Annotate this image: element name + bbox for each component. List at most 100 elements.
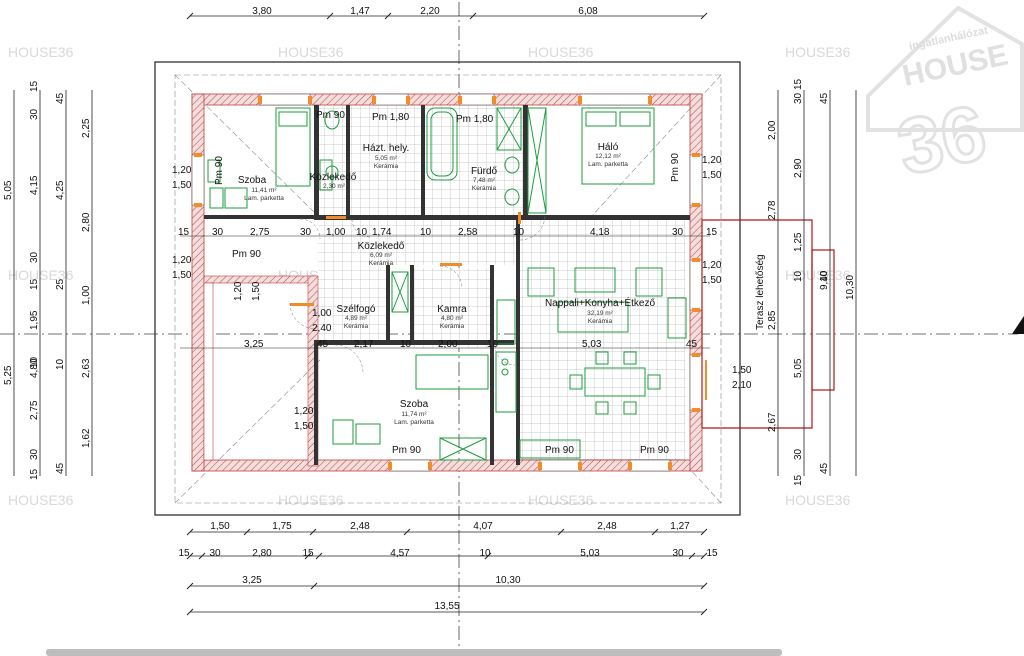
watermark: HOUSE36 (8, 492, 74, 508)
svg-text:6,08: 6,08 (578, 6, 598, 17)
svg-text:Pm 1,80: Pm 1,80 (372, 112, 410, 123)
svg-text:1,95: 1,95 (29, 310, 40, 330)
roof-outline (154, 61, 741, 516)
svg-text:30: 30 (212, 227, 224, 238)
svg-text:5,03: 5,03 (580, 548, 600, 559)
svg-text:15: 15 (178, 548, 190, 559)
svg-text:Pm 90: Pm 90 (640, 445, 669, 456)
svg-text:2,75: 2,75 (29, 400, 40, 420)
svg-text:1,00: 1,00 (326, 227, 346, 238)
eave-line (174, 74, 722, 504)
svg-text:Szoba: Szoba (238, 175, 267, 186)
svg-text:3,25: 3,25 (242, 575, 262, 586)
dimension-top: 3,80 1,47 2,20 6,08 (186, 6, 708, 20)
svg-text:Kerámia: Kerámia (588, 318, 613, 325)
svg-text:Szélfogó: Szélfogó (337, 304, 376, 315)
svg-text:15: 15 (706, 227, 718, 238)
watermark: HOUSE36 (528, 492, 594, 508)
interior-dimensions: 15 30 2,75 30 1,00 10 1,74 10 2,58 10 4,… (178, 227, 718, 350)
svg-text:5,05: 5,05 (793, 358, 804, 378)
svg-text:3,25: 3,25 (244, 339, 264, 350)
svg-text:1,50: 1,50 (251, 281, 262, 301)
svg-text:Kamra: Kamra (437, 304, 467, 315)
watermark: HOUSE36 (8, 44, 74, 60)
svg-text:1,50: 1,50 (702, 170, 722, 181)
svg-text:15: 15 (29, 468, 40, 480)
svg-text:Lam. parketta: Lam. parketta (588, 161, 628, 168)
svg-text:30: 30 (672, 227, 684, 238)
svg-text:2,25: 2,25 (81, 118, 92, 138)
watermark: HOUSE36 (278, 492, 344, 508)
svg-text:1,25: 1,25 (793, 232, 804, 252)
door-swings (289, 214, 546, 374)
svg-text:10: 10 (420, 227, 432, 238)
svg-text:2,48: 2,48 (597, 521, 617, 532)
svg-text:10: 10 (29, 356, 40, 368)
svg-text:Háló: Háló (598, 142, 619, 153)
svg-text:5,25: 5,25 (3, 365, 14, 385)
svg-text:Kerámia: Kerámia (472, 185, 497, 192)
svg-text:Kerámia: Kerámia (369, 260, 394, 267)
svg-text:30: 30 (29, 251, 40, 263)
svg-text:45: 45 (55, 92, 66, 104)
svg-text:12,12 m²: 12,12 m² (595, 153, 621, 160)
svg-text:2,00: 2,00 (767, 120, 778, 140)
svg-text:2,10: 2,10 (732, 380, 752, 391)
svg-text:13,55: 13,55 (434, 601, 459, 612)
svg-text:1,50: 1,50 (172, 270, 192, 281)
parapet-labels: Pm 90 Pm 1,80 Pm 1,80 Pm 90 Pm 90 Pm 90 … (214, 110, 681, 456)
svg-text:2,20: 2,20 (420, 6, 440, 17)
svg-text:4,89 m²: 4,89 m² (345, 315, 368, 322)
svg-text:2,48: 2,48 (350, 521, 370, 532)
svg-text:6,09 m²: 6,09 m² (370, 252, 393, 259)
svg-text:30: 30 (209, 548, 221, 559)
svg-text:2,67: 2,67 (767, 412, 778, 432)
section-arrow (1012, 316, 1024, 334)
svg-text:Lam. parketta: Lam. parketta (244, 195, 284, 202)
svg-text:25: 25 (55, 278, 66, 290)
watermark: HOUSE36 (528, 44, 594, 60)
svg-text:10: 10 (55, 358, 66, 370)
svg-text:Szoba: Szoba (400, 399, 429, 410)
svg-text:5,05: 5,05 (3, 180, 14, 200)
dimension-bottom: 1,50 1,75 2,48 4,07 2,48 1,27 15 30 2,80… (178, 521, 718, 616)
watermark: HOUSE36 (785, 44, 851, 60)
svg-text:Nappali+Konyha+Étkező: Nappali+Konyha+Étkező (545, 296, 656, 309)
svg-text:30: 30 (29, 448, 40, 460)
svg-text:10: 10 (819, 270, 830, 282)
svg-text:10: 10 (400, 339, 412, 350)
svg-text:1,50: 1,50 (702, 275, 722, 286)
svg-text:Pm 1,80: Pm 1,80 (456, 114, 494, 125)
svg-text:2,63: 2,63 (81, 358, 92, 378)
svg-text:Kerámia: Kerámia (374, 163, 399, 170)
svg-text:10: 10 (513, 227, 525, 238)
tile-floors (318, 105, 685, 460)
terrace-label: Terasz lehetőség (755, 254, 766, 330)
terrace: Terasz lehetőség (701, 219, 835, 429)
svg-text:Pm 90: Pm 90 (214, 156, 225, 185)
svg-text:9,40: 9,40 (819, 270, 830, 290)
svg-text:1,50: 1,50 (172, 180, 192, 191)
svg-text:4,18: 4,18 (590, 227, 610, 238)
horizontal-scrollbar[interactable] (46, 649, 782, 656)
svg-text:4,80 m²: 4,80 m² (441, 315, 464, 322)
svg-text:2,80: 2,80 (81, 212, 92, 232)
svg-text:1,50: 1,50 (210, 521, 230, 532)
svg-text:Pm 90: Pm 90 (316, 110, 345, 121)
svg-text:1,20: 1,20 (233, 281, 244, 301)
svg-text:4,07: 4,07 (473, 521, 493, 532)
svg-text:10,30: 10,30 (845, 275, 856, 300)
svg-text:4,57: 4,57 (390, 548, 410, 559)
svg-text:15: 15 (29, 80, 40, 92)
svg-text:10: 10 (487, 339, 499, 350)
svg-text:Pm 90: Pm 90 (670, 153, 681, 182)
svg-text:15: 15 (706, 548, 718, 559)
svg-text:11,74 m²: 11,74 m² (401, 411, 427, 418)
svg-text:2,78: 2,78 (767, 200, 778, 220)
